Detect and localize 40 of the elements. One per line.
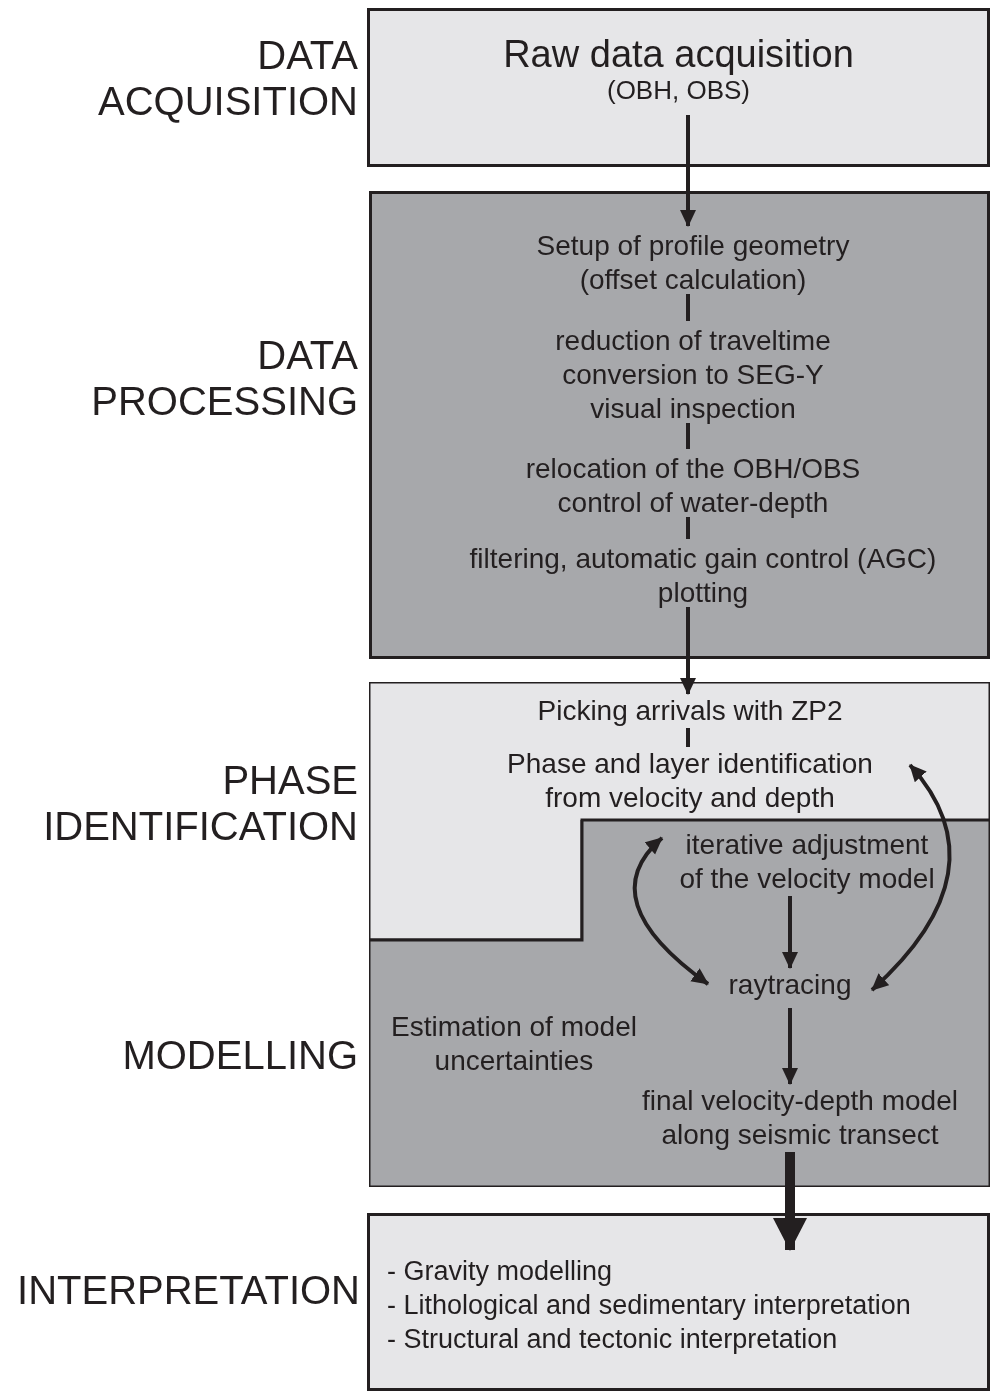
step-text: filtering, automatic gain control (AGC) — [468, 542, 938, 576]
arrow — [680, 607, 696, 695]
stage-label: INTERPRETATION — [16, 1267, 360, 1313]
connector-line — [686, 294, 690, 321]
step-text: relocation of the OBH/OBS — [524, 452, 862, 486]
step-text: control of water-depth — [556, 486, 830, 520]
stage-label: DATA PROCESSING — [90, 332, 358, 424]
stage-title: Raw data acquisition — [503, 33, 854, 75]
step-text: iterative adjustment of the velocity model — [678, 828, 936, 896]
arrow — [680, 115, 696, 227]
list-item: - Gravity modelling — [387, 1255, 614, 1288]
step-text: Phase and layer identification from velocity and depth — [506, 747, 874, 815]
stage-label: MODELLING — [121, 1032, 358, 1078]
stage-panel — [369, 191, 990, 659]
step-text: visual inspection — [589, 392, 797, 426]
stage-label: DATA ACQUISITION — [96, 32, 358, 124]
list-item: - Lithological and sedimentary interpretation — [387, 1289, 911, 1322]
step-text: reduction of traveltime — [554, 324, 832, 358]
connector-line — [686, 517, 690, 539]
stage-panel — [369, 682, 990, 940]
stage-panel — [369, 820, 990, 1187]
step-text: Estimation of model uncertainties — [390, 1010, 638, 1078]
arrow — [633, 836, 710, 986]
arrow — [782, 896, 798, 969]
list-item: - Structural and tectonic interpretation — [387, 1323, 839, 1356]
stage-label: PHASE IDENTIFICATION — [42, 757, 358, 849]
arrow — [870, 763, 952, 992]
connector-line — [686, 728, 690, 747]
step-text: plotting — [656, 576, 750, 610]
stage-panel — [367, 8, 990, 167]
connector-line — [686, 423, 690, 449]
arrow — [782, 1008, 798, 1085]
arrow — [773, 1152, 807, 1251]
step-text: Picking arrivals with ZP2 — [536, 694, 844, 728]
stage-subtitle: (OBH, OBS) — [607, 75, 750, 105]
step-text: Setup of profile geometry (offset calculation) — [535, 229, 851, 297]
step-text: raytracing — [727, 968, 853, 1002]
step-text: final velocity-depth model along seismic transect — [641, 1084, 959, 1152]
step-text: conversion to SEG-Y — [561, 358, 825, 392]
stage-panel — [367, 1213, 990, 1391]
